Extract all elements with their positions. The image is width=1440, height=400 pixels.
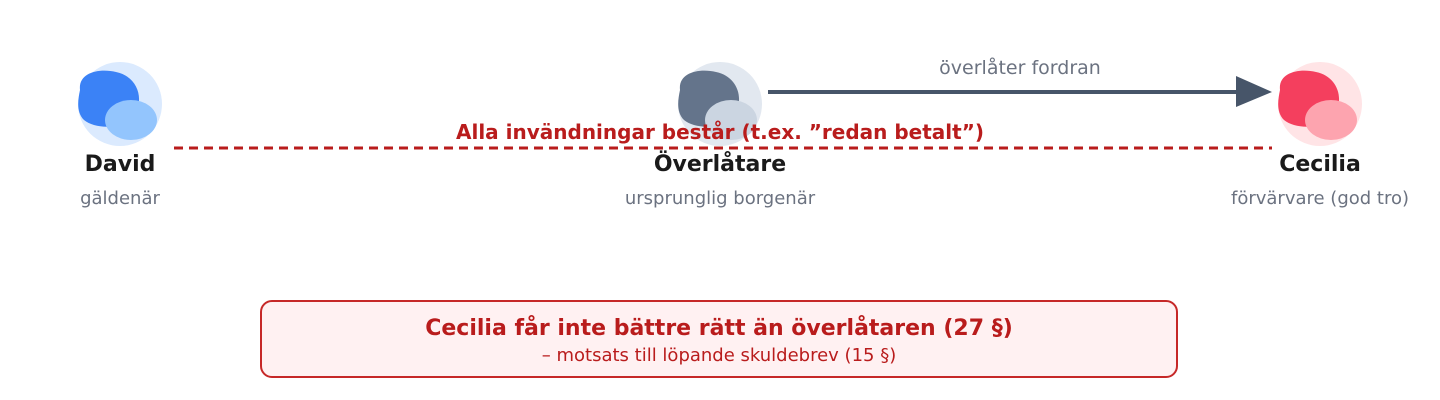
defense-line-label: Alla invändningar består (t.ex. ”redan b… bbox=[455, 120, 985, 144]
rule-note-title: Cecilia får inte bättre rätt än överlåta… bbox=[425, 316, 1013, 341]
party-name-overlatare: Överlåtare bbox=[653, 152, 787, 177]
party-name-david: David bbox=[84, 152, 156, 177]
party-name-cecilia: Cecilia bbox=[1279, 152, 1361, 177]
transfer-arrow bbox=[768, 76, 1272, 107]
rule-note-box: Cecilia får inte bättre rätt än överlåta… bbox=[260, 300, 1178, 378]
arrow-label: överlåter fordran bbox=[939, 57, 1101, 79]
party-role-david: gäldenär bbox=[80, 188, 160, 209]
avatar-david-icon bbox=[78, 62, 162, 146]
rule-note-subtitle: – motsats till löpande skuldebrev (15 §) bbox=[541, 345, 897, 366]
party-role-overlatare: ursprunglig borgenär bbox=[624, 188, 816, 209]
avatar-cecilia-icon bbox=[1278, 62, 1362, 146]
party-role-cecilia: förvärvare (god tro) bbox=[1230, 188, 1410, 209]
avatar-overlatare-icon bbox=[678, 62, 762, 146]
